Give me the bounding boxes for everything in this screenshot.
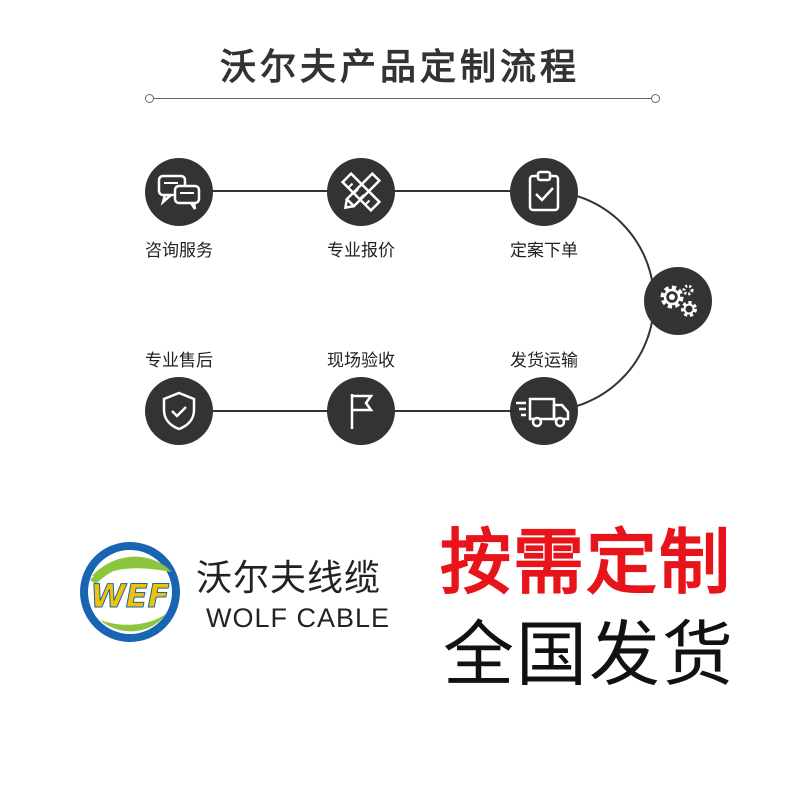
brand-name-cn: 沃尔夫线缆 xyxy=(196,558,382,599)
step-label-shipping: 发货运输 xyxy=(510,351,578,371)
logo-text: WEF xyxy=(90,577,169,615)
divider-dot-right xyxy=(651,94,660,103)
step-quote xyxy=(327,158,395,226)
flag-icon xyxy=(350,394,374,429)
wolf-cable-logo: WEF xyxy=(80,542,180,642)
page-title: 沃尔夫产品定制流程 xyxy=(219,46,580,88)
step-shipping xyxy=(510,377,578,445)
slogan-nationwide-shipping: 全国发货 xyxy=(443,613,736,696)
step-after-sales xyxy=(145,377,213,445)
chat-bubbles-icon xyxy=(157,174,201,210)
shield-check-icon xyxy=(162,391,196,431)
step-consult xyxy=(145,158,213,226)
pencil-ruler-icon xyxy=(340,171,382,213)
brand-name-en: WOLF CABLE xyxy=(206,603,391,633)
step-acceptance xyxy=(327,377,395,445)
delivery-truck-icon xyxy=(516,397,570,428)
step-label-acceptance: 现场验收 xyxy=(327,351,395,371)
step-label-after-sales: 专业售后 xyxy=(145,351,213,371)
step-label-consult: 咨询服务 xyxy=(145,241,213,261)
step-production xyxy=(644,267,712,335)
clipboard-check-icon xyxy=(528,170,560,212)
title-divider xyxy=(152,98,655,99)
step-label-quote: 专业报价 xyxy=(327,241,395,261)
gears-icon xyxy=(660,284,697,317)
step-label-order: 定案下单 xyxy=(510,241,578,261)
slogan-custom-made: 按需定制 xyxy=(440,521,733,604)
step-order xyxy=(510,158,578,226)
divider-dot-left xyxy=(145,94,154,103)
